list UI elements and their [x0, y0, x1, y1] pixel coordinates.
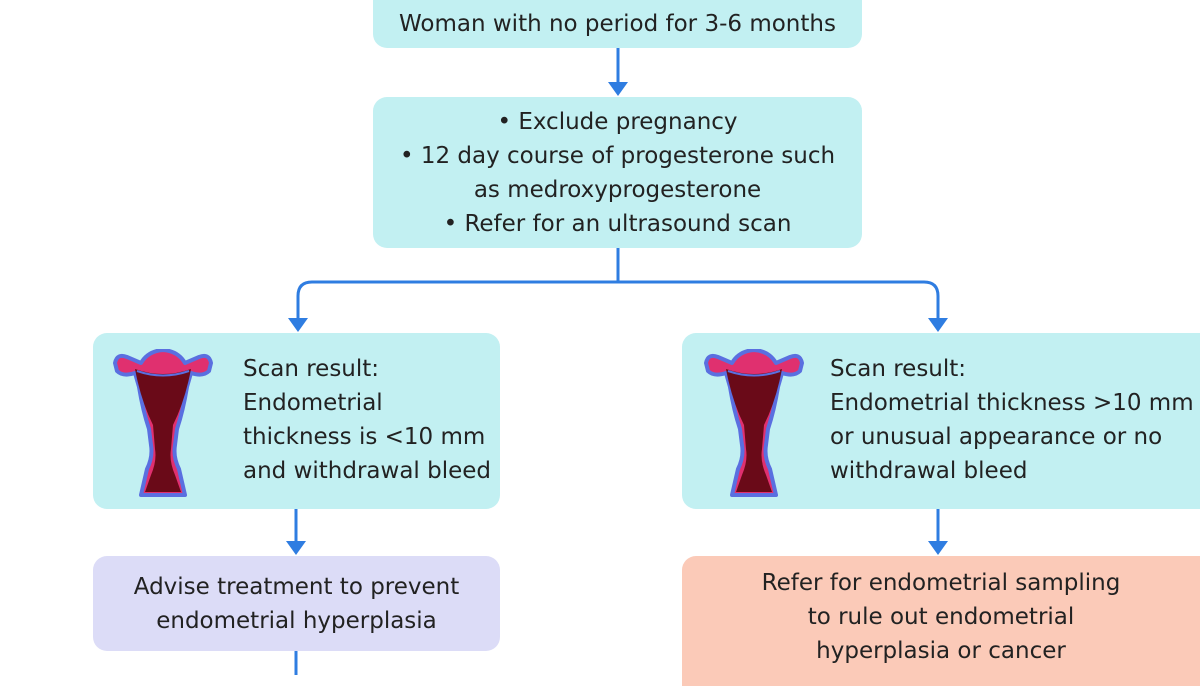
advise-treatment-node: Advise treatment to prevent endometrial …	[93, 556, 500, 651]
arrowhead	[928, 318, 948, 332]
scan-result-abnormal-text: Scan result: Endometrial thickness >10 m…	[830, 352, 1200, 488]
arrowhead	[288, 318, 308, 332]
advise-line: Advise treatment to prevent	[133, 573, 460, 600]
scan-result-line: thickness is <10 mm	[243, 424, 486, 450]
scan-result-normal-node: Scan result: Endometrial thickness is <1…	[93, 333, 500, 509]
scan-result-line: Endometrial thickness >10 mm	[830, 390, 1194, 416]
scan-result-label: Scan result:	[243, 356, 380, 382]
refer-sampling-node: Refer for endometrial sampling to rule o…	[682, 556, 1200, 686]
arrowhead	[928, 541, 948, 555]
step-ultrasound-referral: • Refer for an ultrasound scan	[443, 210, 792, 237]
refer-line: Refer for endometrial sampling	[761, 570, 1121, 596]
advise-line: endometrial hyperplasia	[156, 607, 437, 634]
refer-line: hyperplasia or cancer	[816, 638, 1066, 664]
step-exclude-pregnancy: • Exclude pregnancy	[497, 108, 738, 135]
refer-line: to rule out endometrial	[807, 604, 1075, 630]
step-progesterone-example: as medroxyprogesterone	[473, 176, 762, 203]
start-text: Woman with no period for 3-6 months	[399, 11, 836, 37]
start-node: Woman with no period for 3-6 months	[373, 0, 862, 48]
arrow-branch-left	[296, 280, 618, 320]
uterus-icon	[113, 349, 213, 497]
scan-result-abnormal-node: Scan result: Endometrial thickness >10 m…	[682, 333, 1200, 509]
scan-result-line: Endometrial	[243, 390, 383, 416]
step-progesterone-course: • 12 day course of progesterone such	[399, 142, 836, 169]
initial-steps-node: • Exclude pregnancy • 12 day course of p…	[373, 97, 862, 248]
arrowhead	[286, 541, 306, 555]
arrowhead	[608, 82, 628, 96]
scan-result-normal-text: Scan result: Endometrial thickness is <1…	[243, 352, 498, 488]
scan-result-line: withdrawal bleed	[830, 458, 1028, 484]
scan-result-label: Scan result:	[830, 356, 967, 382]
scan-result-line: or unusual appearance or no	[830, 424, 1163, 450]
arrow-branch-right	[618, 280, 940, 320]
scan-result-line: and withdrawal bleed	[243, 458, 492, 484]
uterus-icon	[704, 349, 804, 497]
